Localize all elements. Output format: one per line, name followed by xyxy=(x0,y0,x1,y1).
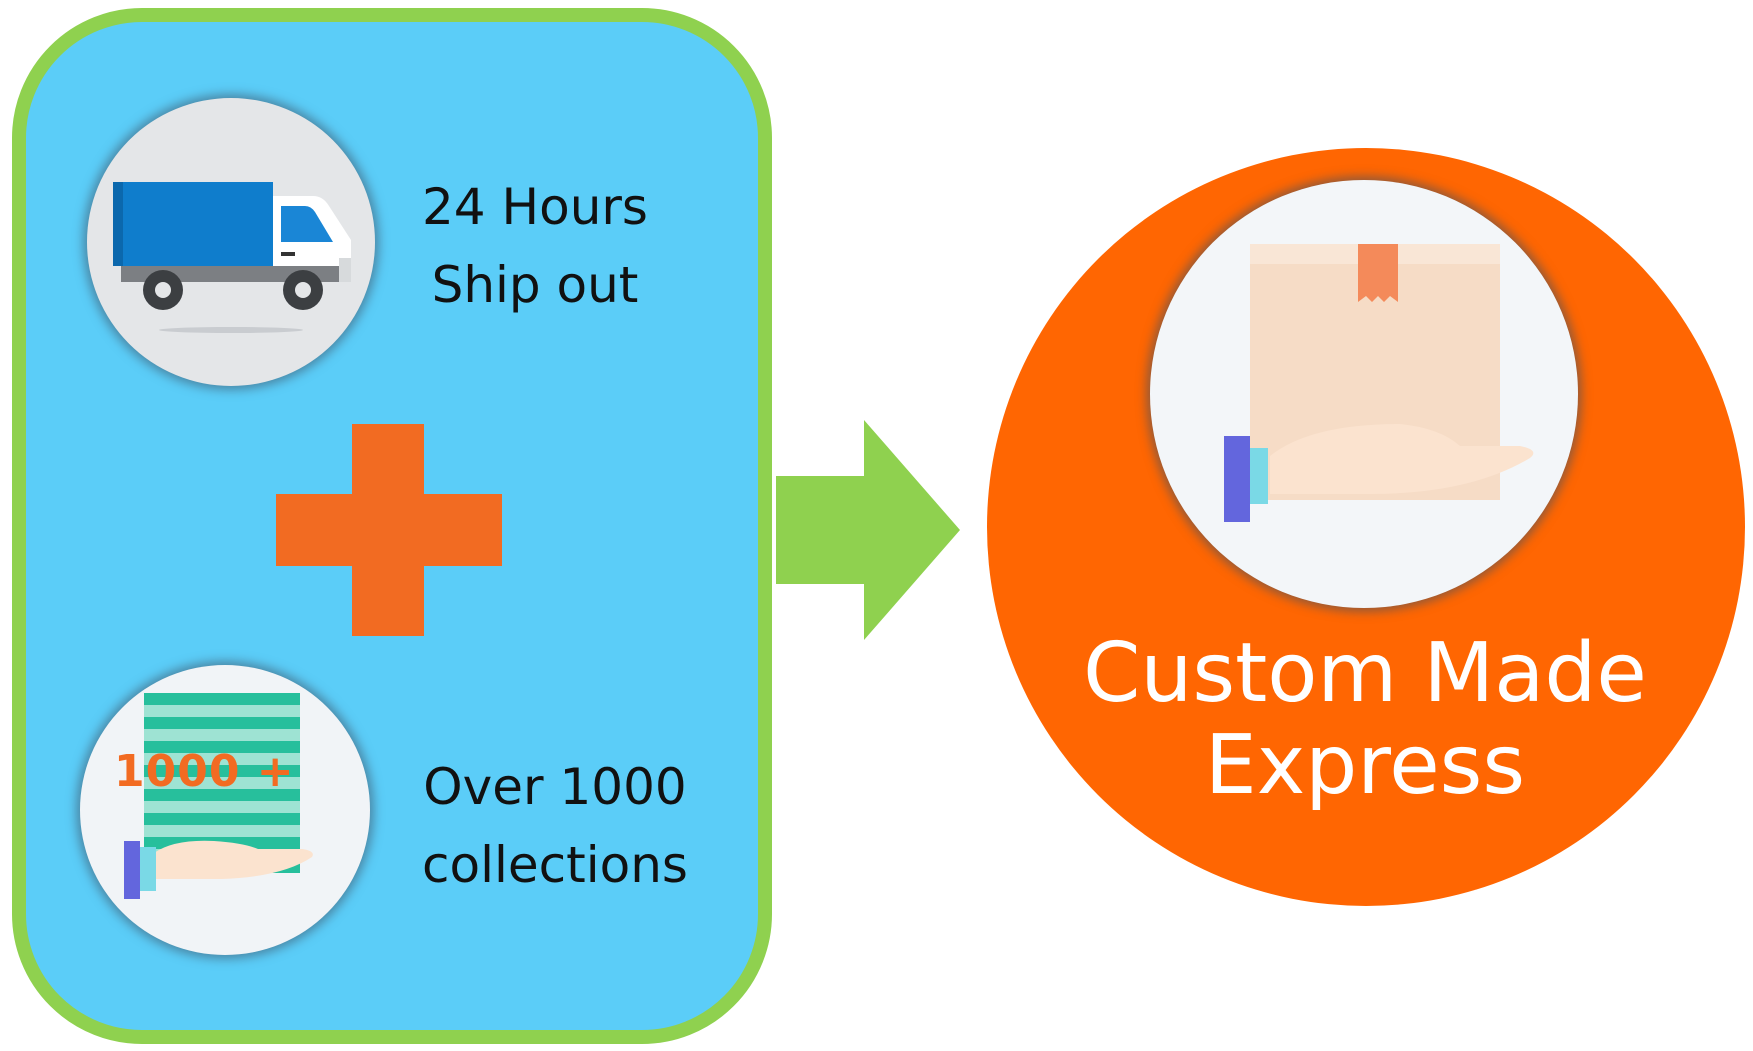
collections-in-hand-icon xyxy=(80,665,370,955)
right-arrow-icon xyxy=(776,420,960,640)
shipping-feature-line1: 24 Hours xyxy=(421,178,648,236)
delivery-truck-icon xyxy=(87,98,375,386)
result-label: Custom Made Express xyxy=(1000,628,1730,812)
plus-icon-horizontal-bar xyxy=(276,494,502,566)
collections-feature-line1: Over 1000 xyxy=(423,758,687,816)
shipping-feature-label: 24 Hours Ship out xyxy=(400,168,670,324)
collections-feature-label: Over 1000 collections xyxy=(400,748,710,904)
shipping-feature-line2: Ship out xyxy=(431,256,639,314)
collections-count-badge: 1000 + xyxy=(114,746,295,797)
result-label-line1: Custom Made xyxy=(1083,626,1647,721)
package-in-hand-icon xyxy=(1150,180,1578,608)
collections-feature-line2: collections xyxy=(422,836,688,894)
result-label-line2: Express xyxy=(1204,718,1526,813)
